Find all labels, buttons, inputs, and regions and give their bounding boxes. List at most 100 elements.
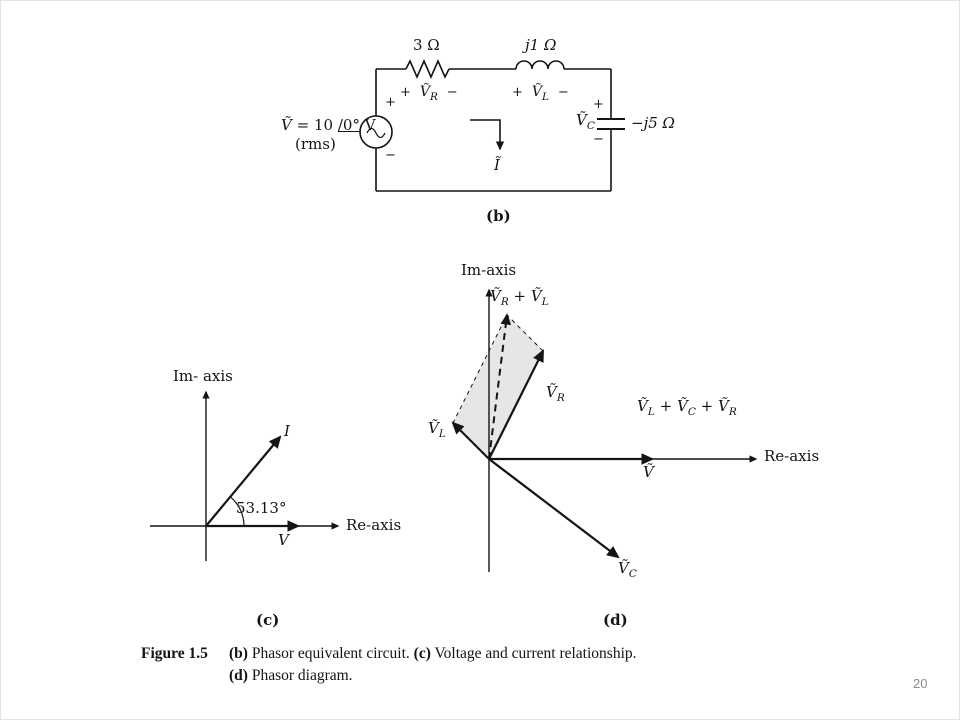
d-vc-sub: C	[628, 568, 637, 580]
capacitor-impedance: −j5 Ω	[631, 114, 675, 132]
vc-plus: +	[593, 97, 604, 112]
d-sum-rl-b1: Ṽ	[490, 287, 501, 305]
d-sum-all-p1: +	[659, 397, 673, 415]
inductor-value: j1 Ω	[525, 36, 557, 54]
d-tag-text: (d)	[603, 611, 628, 629]
vc-subscript: C	[586, 120, 595, 132]
c-voltage-label: V	[278, 531, 289, 549]
c-angle-arc	[230, 496, 245, 527]
c-voltage-text: V	[278, 531, 289, 549]
resistor-value-label: 3 Ω	[413, 36, 440, 54]
d-re-axis-text: Re-axis	[764, 447, 820, 465]
c-re-axis-label: Re-axis	[346, 516, 402, 534]
resistor-symbol	[405, 59, 450, 79]
vl-polarity-label: + ṼL −	[512, 84, 569, 103]
vr-subscript: R	[429, 91, 438, 103]
d-sum-rl-vector	[488, 313, 512, 460]
d-sum-all-b3: Ṽ	[718, 397, 729, 415]
figure-number: Figure 1.5	[141, 645, 208, 663]
caption-b-text: Phasor equivalent circuit.	[251, 645, 410, 662]
current-symbol-label: Ĩ	[494, 156, 500, 174]
d-vl-base: Ṽ	[428, 419, 439, 437]
c-current-vector	[205, 435, 282, 527]
vl-symbol: ṼL	[531, 84, 549, 103]
d-sum-rl-label: ṼR + ṼL	[490, 287, 549, 308]
d-v-label: Ṽ	[643, 463, 654, 481]
d-vc-label: ṼC	[618, 559, 637, 580]
d-vc-vector	[488, 458, 620, 559]
c-im-axis-text: Im- axis	[173, 367, 233, 385]
source-rms-label: (rms)	[295, 135, 336, 153]
source-plus-sign: +	[385, 95, 396, 111]
caption-b-tag: (b)	[229, 645, 248, 662]
vc-plus-sign: +	[593, 97, 604, 113]
d-vl-sub: L	[438, 428, 446, 440]
c-angle-text: 53.13°	[236, 499, 287, 517]
d-v-text: Ṽ	[643, 463, 654, 481]
vc-minus-sign: −	[593, 132, 604, 148]
c-re-axis-text: Re-axis	[346, 516, 402, 534]
caption-line-2: (d) Phasor diagram.	[229, 667, 353, 685]
figure-number-text: Figure 1.5	[141, 645, 208, 662]
d-sum-all-p2: +	[700, 397, 714, 415]
d-sum-all-s3: R	[728, 406, 737, 418]
source-v-symbol: Ṽ	[281, 116, 292, 134]
d-vr-base: Ṽ	[546, 383, 557, 401]
caption-c-tag: (c)	[413, 645, 431, 662]
d-vl-vector	[451, 421, 490, 460]
d-im-axis-label: Im-axis	[461, 261, 516, 279]
vr-symbol: ṼR	[419, 84, 438, 103]
vl-minus-sign: −	[557, 85, 569, 100]
current-symbol: Ĩ	[494, 156, 500, 174]
circuit-tag: (b)	[486, 207, 511, 225]
d-sum-all-s2: C	[687, 406, 696, 418]
vc-symbol-label: ṼC	[576, 111, 595, 132]
c-current-text: I	[284, 422, 290, 440]
d-re-axis-label: Re-axis	[764, 447, 820, 465]
source-unit: V	[364, 116, 376, 134]
d-sum-all-label: ṼL + ṼC + ṼR	[637, 397, 737, 418]
d-sum-rl-s2: L	[541, 296, 549, 308]
caption-d-text: Phasor diagram.	[251, 667, 353, 684]
inductor-value-label: j1 Ω	[525, 36, 557, 54]
caption-line-1: (b) Phasor equivalent circuit. (c) Volta…	[229, 645, 637, 663]
vr-plus-sign: +	[400, 85, 411, 100]
vc-minus: −	[593, 132, 604, 147]
source-value-label: Ṽ = 10 /0° V	[281, 116, 376, 134]
phasor-d-art	[451, 288, 758, 572]
sine-glyph	[366, 127, 386, 139]
page-number-text: 20	[913, 676, 928, 691]
vl-base: Ṽ	[531, 84, 542, 100]
source-minus-sign: −	[385, 148, 396, 164]
d-tag: (d)	[603, 611, 628, 629]
caption-d-tag: (d)	[229, 667, 248, 684]
vl-plus-sign: +	[512, 85, 523, 100]
c-current-label: I	[284, 422, 290, 440]
d-sum-all-b1: Ṽ	[637, 397, 648, 415]
vr-base: Ṽ	[419, 84, 430, 100]
circuit-art	[359, 59, 625, 192]
voltage-source-symbol	[359, 115, 393, 149]
capacitor-impedance-label: −j5 Ω	[631, 114, 675, 132]
d-sum-rl-b2: Ṽ	[530, 287, 542, 305]
inductor-symbol	[515, 60, 565, 70]
vr-polarity-label: + ṼR −	[400, 84, 458, 103]
d-vr-vector	[488, 349, 544, 460]
d-sum-all-s1: L	[647, 406, 655, 418]
current-reference-arrow	[470, 119, 505, 151]
d-vr-label: ṼR	[546, 383, 565, 404]
vc-base: Ṽ	[576, 111, 587, 129]
d-sum-all-b2: Ṽ	[676, 397, 688, 415]
caption-c-text: Voltage and current relationship.	[434, 645, 637, 662]
d-sum-rl-s1: R	[500, 296, 509, 308]
vl-subscript: L	[541, 91, 549, 103]
source-plus: +	[385, 95, 396, 110]
d-vr-sub: R	[556, 392, 565, 404]
resistor-value: 3 Ω	[413, 36, 440, 54]
circuit-tag-text: (b)	[486, 207, 511, 225]
d-sum-rl-plus: +	[513, 287, 527, 305]
c-im-axis-label: Im- axis	[173, 367, 233, 385]
source-rms: (rms)	[295, 135, 336, 153]
source-angle: /0°	[337, 116, 360, 134]
